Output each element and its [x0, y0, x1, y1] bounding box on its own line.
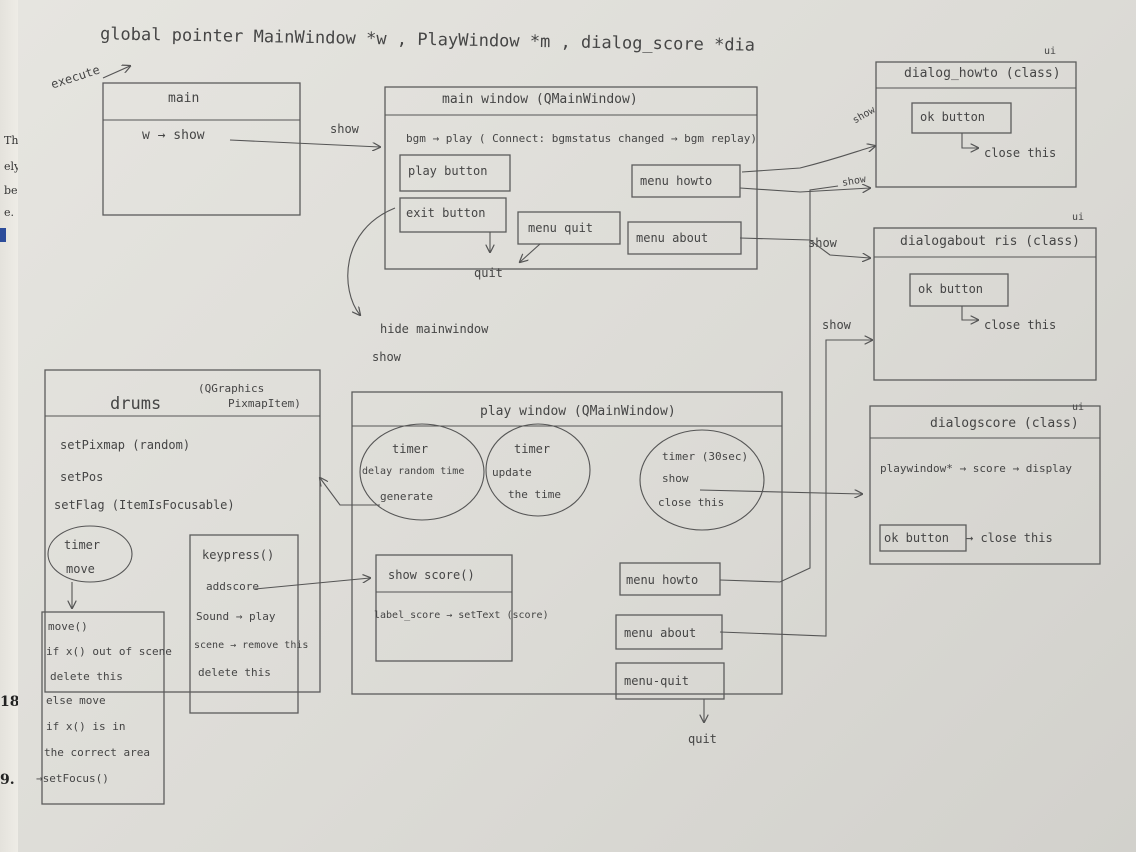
- label-score-line: label_score → setText (score): [374, 610, 549, 621]
- keypress-title: keypress(): [202, 548, 275, 562]
- move-line: →setFocus(): [36, 772, 109, 785]
- dialog-about-ok-button: ok button: [918, 282, 984, 296]
- bgm-play-line: bgm → play ( Connect: bgmstatus changed …: [406, 132, 757, 145]
- menu-quit: menu quit: [528, 221, 594, 235]
- move-line: move(): [48, 620, 88, 633]
- book-text-line: e.: [4, 206, 15, 219]
- show-label: show: [822, 318, 851, 332]
- drums-subtitle: (QGraphics: [198, 382, 265, 395]
- drums-subtitle: PixmapItem): [228, 397, 301, 410]
- timer-label: update: [492, 466, 532, 479]
- dialog-howto-ok-button: ok button: [920, 110, 986, 124]
- dialog-score-outline: [869, 405, 1101, 565]
- play-window-outline: [351, 391, 783, 695]
- keypress-line: scene → remove this: [194, 640, 309, 651]
- show-label: show: [808, 236, 837, 250]
- keypress-line: delete this: [198, 666, 271, 679]
- main-box-outline: [102, 82, 301, 216]
- timer-label: generate: [380, 490, 433, 503]
- drums-line: setPixmap (random): [60, 438, 191, 452]
- hide-mainwindow-label: hide mainwindow: [380, 322, 489, 336]
- book-text-line: be: [4, 184, 18, 197]
- dialog-about-title: dialogabout ris (class): [900, 234, 1081, 249]
- play-window-title: play window (QMainWindow): [480, 404, 676, 419]
- move-line: the correct area: [44, 746, 150, 759]
- timer-label: close this: [658, 496, 725, 509]
- move-line: delete this: [50, 670, 123, 683]
- drums-line: setPos: [60, 470, 104, 484]
- drums-line: setFlag (ItemIsFocusable): [54, 498, 235, 512]
- keypress-line: addscore: [206, 580, 259, 593]
- play-menu-howto: menu howto: [626, 573, 699, 587]
- dialog-howto-close: close this: [984, 146, 1057, 160]
- ui-label: ui: [1072, 402, 1085, 413]
- play-button: play button: [408, 164, 488, 178]
- dialog-howto-title: dialog_howto (class): [904, 66, 1061, 81]
- drums-title: drums: [110, 394, 162, 414]
- drums-timer: move: [66, 562, 95, 576]
- book-bookmark: [0, 228, 6, 242]
- ui-label: ui: [1044, 46, 1057, 57]
- dialog-about-close: close this: [984, 318, 1057, 332]
- quit-label: quit: [688, 732, 717, 746]
- dialog-about-outline: [873, 227, 1097, 381]
- move-line: if x() is in: [46, 720, 126, 733]
- page-number: 18: [0, 694, 20, 710]
- move-line: if x() out of scene: [46, 645, 172, 658]
- menu-about: menu about: [636, 231, 709, 245]
- page-number: 9.: [0, 772, 15, 788]
- exit-button: exit button: [406, 206, 486, 220]
- menu-howto: menu howto: [640, 174, 713, 188]
- show-label: show: [330, 122, 359, 136]
- show-score-function: show score(): [388, 568, 475, 582]
- dialog-score-title: dialogscore (class): [930, 416, 1079, 431]
- ui-label: ui: [1072, 212, 1085, 223]
- main-box-show: w → show: [142, 128, 205, 143]
- timer-label: timer: [392, 442, 429, 456]
- play-menu-about: menu about: [624, 626, 697, 640]
- main-window-title: main window (QMainWindow): [442, 92, 638, 107]
- timer-label: delay random time: [362, 466, 465, 477]
- play-menu-quit: menu-quit: [624, 674, 690, 688]
- timer-label: the time: [508, 488, 561, 501]
- main-window-outline: [384, 86, 758, 270]
- keypress-outline: [189, 534, 299, 714]
- timer-label: timer (30sec): [662, 450, 749, 463]
- dialog-howto-outline: [875, 61, 1077, 188]
- timer-label: show: [662, 472, 689, 485]
- drums-timer: timer: [64, 538, 101, 552]
- dialog-score-display: playwindow* → score → display: [880, 462, 1073, 475]
- quit-label: quit: [474, 266, 503, 280]
- main-box-title: main: [168, 91, 200, 106]
- timer-label: timer: [514, 442, 551, 456]
- book-text-line: ely,: [4, 160, 23, 173]
- show-label: show: [372, 350, 401, 364]
- drums-outline: [44, 369, 321, 693]
- keypress-line: Sound → play: [196, 610, 276, 623]
- dialog-score-close: → close this: [966, 531, 1053, 545]
- move-line: else move: [46, 694, 106, 707]
- dialog-score-ok-button: ok button: [884, 531, 950, 545]
